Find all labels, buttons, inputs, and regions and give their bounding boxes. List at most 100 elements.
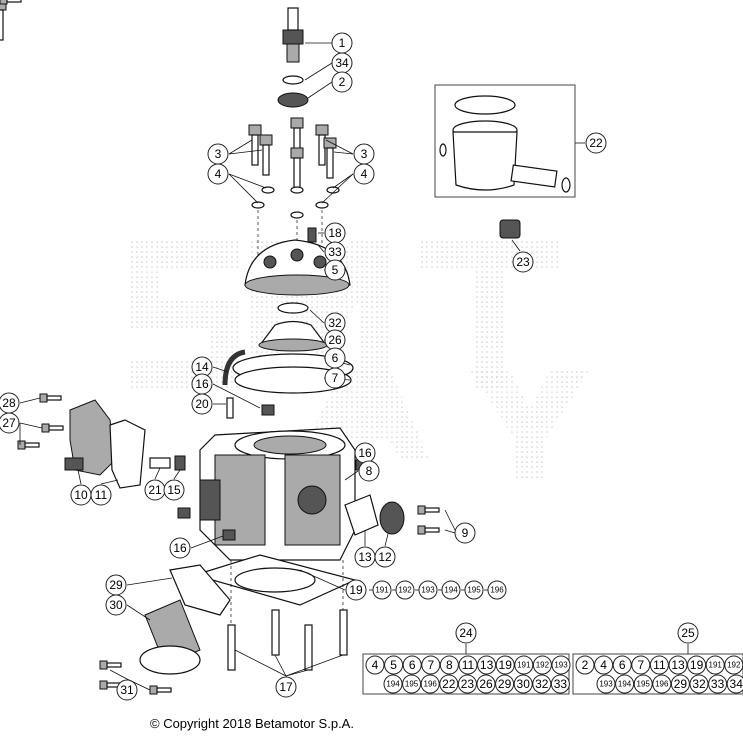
nut <box>177 507 191 519</box>
svg-text:26: 26 <box>479 677 493 691</box>
callout-5: 5 <box>384 655 404 675</box>
svg-text:191: 191 <box>709 661 723 670</box>
svg-text:31: 31 <box>120 683 134 697</box>
callout-11: 11 <box>458 655 478 675</box>
callout-192: 192 <box>532 655 552 675</box>
callout-22: 22 <box>585 132 607 154</box>
svg-text:29: 29 <box>498 677 512 691</box>
svg-text:5: 5 <box>390 658 397 672</box>
callout-30: 30 <box>105 594 127 616</box>
svg-text:19: 19 <box>499 658 513 672</box>
svg-text:3: 3 <box>361 147 368 161</box>
callout-32: 32 <box>689 674 709 694</box>
callout-13: 13 <box>668 655 688 675</box>
svg-text:16: 16 <box>195 377 209 391</box>
svg-text:4: 4 <box>372 658 379 672</box>
callout-11: 11 <box>90 484 112 506</box>
callout-27: 27 <box>0 412 20 434</box>
callout-6: 6 <box>324 347 346 369</box>
callout-11: 11 <box>649 655 669 675</box>
callout-7: 7 <box>421 655 441 675</box>
callout-20: 20 <box>191 393 213 415</box>
callout-192: 192 <box>395 580 415 600</box>
svg-text:28: 28 <box>2 396 16 410</box>
svg-text:33: 33 <box>711 677 725 691</box>
svg-text:196: 196 <box>655 680 669 689</box>
svg-text:194: 194 <box>444 586 458 595</box>
callout-32: 32 <box>532 674 552 694</box>
callout-29: 29 <box>105 574 127 596</box>
callout-22: 22 <box>439 674 459 694</box>
svg-text:13: 13 <box>358 550 372 564</box>
svg-text:15: 15 <box>167 483 181 497</box>
callout-9: 9 <box>454 522 476 544</box>
callout-195: 195 <box>464 580 484 600</box>
cylinder-head <box>244 227 351 296</box>
callout-4: 4 <box>353 163 375 185</box>
svg-text:33: 33 <box>328 245 342 259</box>
callout-16: 16 <box>354 442 376 464</box>
head-bolts <box>0 0 354 189</box>
intake-manifold <box>99 564 231 695</box>
callout-26: 26 <box>324 329 346 351</box>
svg-text:22: 22 <box>442 677 456 691</box>
svg-text:16: 16 <box>173 541 187 555</box>
svg-text:3: 3 <box>215 147 222 161</box>
svg-text:17: 17 <box>279 680 293 694</box>
svg-text:29: 29 <box>109 578 123 592</box>
seal <box>277 92 309 108</box>
svg-text:11: 11 <box>653 658 666 672</box>
callout-195: 195 <box>633 674 653 694</box>
gasket <box>234 366 352 394</box>
callout-33: 33 <box>708 674 728 694</box>
callout-195: 195 <box>402 674 422 694</box>
svg-text:1: 1 <box>339 36 346 50</box>
nut <box>222 529 236 541</box>
callout-191: 191 <box>514 655 534 675</box>
exhaust-valve-cover <box>0 0 146 489</box>
svg-text:7: 7 <box>332 371 339 385</box>
callout-196: 196 <box>420 674 440 694</box>
combustion-insert <box>258 320 328 346</box>
callout-19: 19 <box>687 655 707 675</box>
svg-text:34: 34 <box>335 56 349 70</box>
callout-7: 7 <box>631 655 651 675</box>
svg-text:32: 32 <box>692 677 706 691</box>
svg-text:191: 191 <box>517 661 531 670</box>
callout-7: 7 <box>324 367 346 389</box>
copyright: © Copyright 2018 Betamotor S.p.A. <box>150 716 354 731</box>
svg-text:195: 195 <box>405 680 419 689</box>
svg-text:26: 26 <box>328 333 342 347</box>
callout-29: 29 <box>670 674 690 694</box>
callout-196: 196 <box>652 674 672 694</box>
needle-bearing <box>499 219 521 239</box>
svg-text:23: 23 <box>461 677 475 691</box>
svg-text:13: 13 <box>671 658 685 672</box>
callout-24: 24 <box>455 622 477 644</box>
svg-text:11: 11 <box>95 488 108 502</box>
svg-text:23: 23 <box>516 255 530 269</box>
callout-194: 194 <box>441 580 461 600</box>
svg-text:18: 18 <box>328 226 342 240</box>
callout-25: 25 <box>677 622 699 644</box>
svg-text:4: 4 <box>600 658 607 672</box>
svg-text:19: 19 <box>690 658 704 672</box>
watermark <box>130 240 590 480</box>
callout-4: 4 <box>594 655 614 675</box>
shaft <box>149 455 186 480</box>
callout-194: 194 <box>383 674 403 694</box>
callout-16: 16 <box>169 537 191 559</box>
callout-19: 19 <box>495 655 515 675</box>
svg-text:34: 34 <box>730 677 743 691</box>
svg-text:2: 2 <box>582 658 589 672</box>
callout-6: 6 <box>612 655 632 675</box>
svg-text:24: 24 <box>459 626 473 640</box>
svg-text:192: 192 <box>727 661 741 670</box>
callout-31: 31 <box>116 679 138 701</box>
callout-10: 10 <box>70 484 92 506</box>
callout-12: 12 <box>374 546 396 568</box>
callout-34: 34 <box>331 52 353 74</box>
svg-text:8: 8 <box>446 658 453 672</box>
svg-text:6: 6 <box>619 658 626 672</box>
callout-194: 194 <box>615 674 635 694</box>
